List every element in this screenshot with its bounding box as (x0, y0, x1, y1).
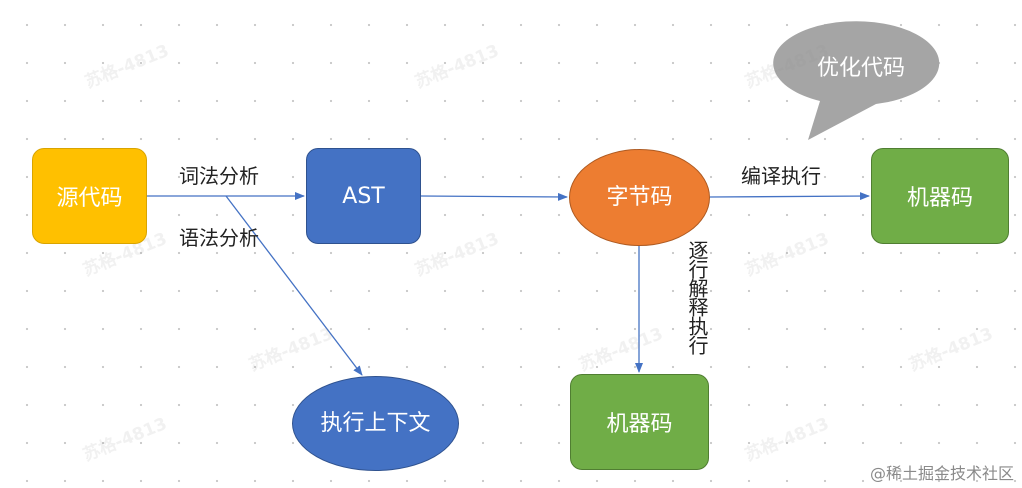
edge-label-interpret-execute: 逐行解释执行 (685, 240, 709, 354)
edge-bytecode-to-machine-code (709, 192, 870, 201)
source-code-label: 源代码 (56, 186, 123, 211)
bytecode-label: 字节码 (606, 184, 673, 210)
ast-label: AST (342, 183, 385, 209)
edge-label-lexical-analysis: 词法分析 (179, 164, 259, 188)
machine-code-label: 机器码 (606, 412, 673, 437)
footer-watermark: @稀土掘金技术社区 (869, 464, 1014, 483)
edge-ast-to-bytecode (420, 192, 568, 201)
machine-code-node-right: 机器码 (871, 148, 1009, 244)
execution-context-node: 执行上下文 (292, 376, 459, 471)
machine-code-node-bottom: 机器码 (570, 374, 709, 470)
source-code-node: 源代码 (32, 148, 147, 244)
execution-context-label: 执行上下文 (320, 410, 431, 436)
edge-analysis-to-execution-context (225, 195, 363, 376)
bytecode-node: 字节码 (569, 149, 710, 246)
ast-node: AST (306, 148, 421, 244)
optimize-callout-shape (773, 21, 940, 141)
machine-code-label: 机器码 (906, 186, 973, 211)
edge-label-syntax-analysis: 语法分析 (179, 226, 259, 250)
optimize-callout-label: 优化代码 (816, 56, 905, 81)
edge-label-compile-execute: 编译执行 (741, 164, 821, 188)
